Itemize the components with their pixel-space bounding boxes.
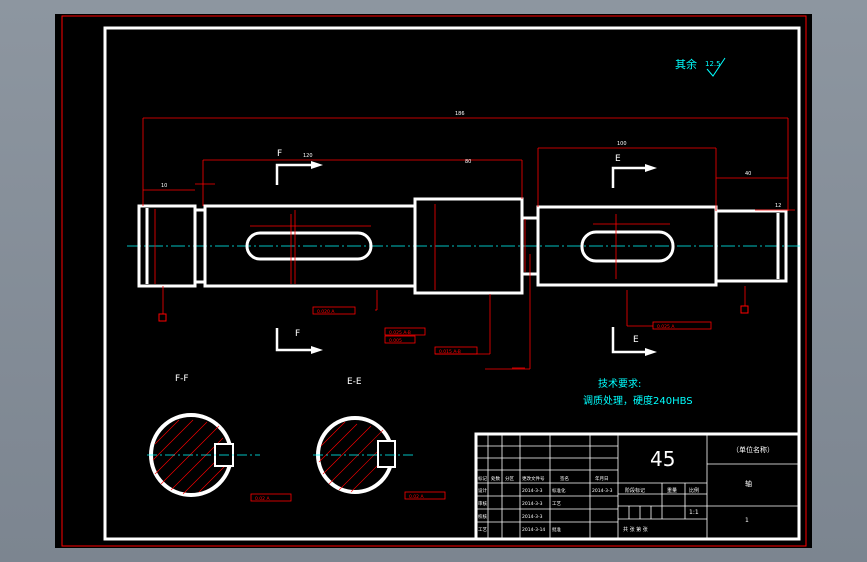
svg-text:年月日: 年月日: [595, 475, 609, 482]
dim-overall: 186: [455, 111, 465, 117]
svg-text:批准: 批准: [552, 526, 561, 533]
dim-left-key: 120: [303, 153, 313, 159]
roughness-value: 12.5: [705, 60, 721, 68]
svg-text:分区: 分区: [505, 475, 514, 482]
mark-f-bottom: F: [295, 329, 300, 339]
dim-right-end: 40: [745, 171, 751, 177]
section-arrows: [311, 161, 657, 356]
stage-label: 阶段标记: [625, 487, 645, 494]
dimension-lines: [142, 117, 795, 370]
sheet: 1: [745, 517, 749, 524]
svg-text:2014-3-3: 2014-3-3: [592, 488, 613, 494]
tech-line: 调质处理，硬度240HBS: [583, 394, 693, 407]
section-ff-label: F-F: [175, 374, 189, 384]
dim-small-right: 12: [775, 203, 781, 209]
roughness-note: 其余: [675, 57, 697, 71]
shaft-outline: [137, 197, 788, 295]
section-ee-label: E-E: [347, 377, 362, 387]
mark-f-top: F: [277, 149, 282, 159]
tech-title: 技术要求:: [598, 377, 641, 390]
svg-text:处数: 处数: [491, 475, 500, 482]
outer-frame: [61, 15, 807, 547]
svg-text:工艺: 工艺: [478, 527, 487, 533]
company: （单位名称）: [732, 445, 774, 454]
svg-text:工艺: 工艺: [552, 501, 561, 507]
tol-runout-1: 0.025 A-B: [389, 330, 411, 336]
svg-text:2014-3-3: 2014-3-3: [522, 514, 543, 520]
material: 45: [650, 447, 675, 471]
datum-a: [158, 313, 167, 322]
mark-e-bottom: E: [633, 335, 639, 345]
inner-frame: [103, 26, 801, 541]
svg-text:校核: 校核: [478, 513, 487, 520]
tol-runout-3: 0.015 A-B: [439, 349, 461, 355]
tol-runout-2: 0.005: [389, 338, 402, 344]
tol-sec-f: 0.02 A: [255, 496, 270, 502]
datum-b: [740, 305, 749, 314]
part-name: 轴: [745, 479, 752, 488]
hatch-ee: [318, 421, 390, 493]
svg-text:审核: 审核: [478, 500, 487, 507]
mark-e-top: E: [615, 154, 621, 164]
tol-key-left: 0.020 A: [317, 309, 335, 315]
section-marks: [275, 163, 645, 354]
svg-text:标记: 标记: [478, 475, 487, 482]
dim-small-left: 10: [161, 183, 167, 189]
weight-label: 重量: [667, 487, 677, 494]
title-block: 45 （单位名称） 轴 1:1 1 阶段标记 重量 比例 共 张 第 张 标记 …: [474, 432, 801, 541]
shaft-drawing: 其余 12.5: [61, 15, 807, 547]
roughness-symbol: [706, 57, 726, 77]
tol-sec-e: 0.02 A: [409, 494, 424, 500]
tol-key-right: 0.025 A: [657, 324, 675, 330]
svg-text:设计: 设计: [478, 487, 487, 494]
svg-text:更改文件号: 更改文件号: [522, 475, 545, 482]
svg-text:2014-3-14: 2014-3-14: [522, 527, 545, 533]
scale: 1:1: [689, 509, 699, 516]
svg-text:2014-3-3: 2014-3-3: [522, 488, 543, 494]
svg-text:标准化: 标准化: [552, 487, 566, 494]
sheet-count: 共 张 第 张: [623, 526, 648, 533]
dim-right-section: 100: [617, 141, 627, 147]
keyway-ee: [377, 440, 396, 468]
svg-text:2014-3-3: 2014-3-3: [522, 501, 543, 507]
drawing-canvas: 其余 12.5: [55, 14, 812, 548]
svg-text:签名: 签名: [560, 475, 569, 482]
ratio-label: 比例: [689, 487, 699, 494]
dim-mid: 80: [465, 159, 471, 165]
